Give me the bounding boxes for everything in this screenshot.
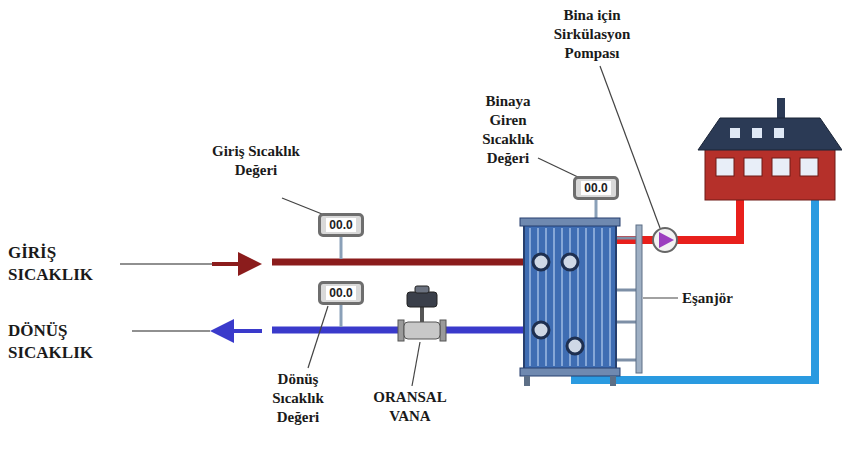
roof-window [752, 128, 762, 138]
plate-line [561, 228, 563, 366]
display-value: 00.0 [326, 218, 355, 232]
roof-window [774, 128, 784, 138]
port [567, 338, 583, 354]
house-roof [698, 118, 842, 150]
leader-line [600, 66, 660, 228]
leader-line [538, 158, 580, 178]
bottom-bar [520, 368, 620, 376]
display-value: 00.0 [581, 181, 610, 195]
valve-actuator-cap [415, 286, 429, 293]
callout-label: DÖNÜŞ SICAKLIK [8, 320, 128, 364]
sensor-stem [340, 305, 343, 327]
heat-exchanger [520, 218, 642, 386]
valve-flange [398, 320, 404, 341]
plate-line [553, 228, 555, 366]
flow-arrow [212, 262, 258, 266]
windows [716, 158, 818, 176]
leader-line [412, 342, 420, 386]
supply-pipe [272, 259, 542, 266]
callout-label: Giriş Sıcaklık Değeri [208, 142, 304, 180]
temperature-display: 00.0 [318, 281, 363, 305]
callout-label: Eşanjör [682, 289, 772, 308]
valve [398, 286, 446, 341]
plate-line [609, 228, 611, 366]
pump-triangle [659, 232, 674, 248]
leader-line [132, 330, 210, 331]
temperature-display: 00.0 [573, 176, 618, 200]
chimney [777, 98, 785, 120]
leader-line [643, 297, 678, 298]
callout-label: Dönüş Sıcaklık Değeri [256, 370, 340, 427]
house-window [716, 158, 734, 176]
leg [524, 376, 530, 386]
sensor-stem [340, 237, 343, 259]
flow-arrow [214, 329, 262, 333]
house-wall [705, 148, 835, 200]
plate-line [537, 228, 539, 366]
plate-line [593, 228, 595, 366]
leader-line [282, 198, 322, 214]
temperature-display: 00.0 [318, 213, 363, 237]
leader-line [308, 306, 328, 368]
callout-label: Binaya Giren Sıcaklık Değeri [466, 92, 550, 168]
callout-label: ORANSAL VANA [360, 388, 460, 426]
plate-pack [524, 222, 616, 372]
top-bar [520, 218, 620, 226]
callout-label: GİRİŞ SICAKLIK [8, 242, 118, 286]
valve-body [404, 322, 440, 339]
port [562, 254, 578, 270]
valve-actuator [407, 292, 437, 307]
valve-stem [420, 306, 424, 322]
plates [530, 228, 610, 366]
house-window [744, 158, 762, 176]
plate-line [585, 228, 587, 366]
end-support [636, 225, 642, 373]
roof-window [730, 128, 740, 138]
pump-body [653, 228, 677, 252]
leader-line [120, 263, 212, 264]
port [533, 254, 549, 270]
house-window [800, 158, 818, 176]
plate-line [529, 228, 531, 366]
pump [653, 228, 677, 252]
house-window [772, 158, 790, 176]
plate-line [545, 228, 547, 366]
plate-line [601, 228, 603, 366]
callout-label: Bina için Sirkülasyon Pompası [537, 6, 647, 63]
display-value: 00.0 [326, 286, 355, 300]
port [533, 322, 549, 338]
leg [610, 376, 616, 386]
house [698, 98, 842, 200]
valve-flange [440, 320, 446, 341]
